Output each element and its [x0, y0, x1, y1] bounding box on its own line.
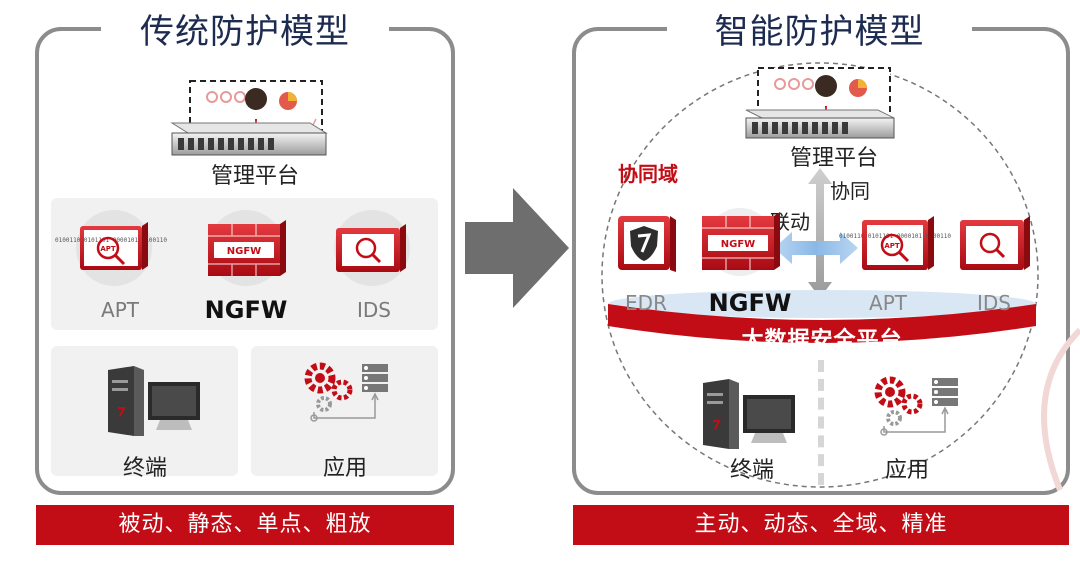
- big-data-platform-band: [608, 290, 1036, 343]
- right-app-device: [870, 374, 970, 454]
- left-app-label: 应用: [322, 456, 367, 481]
- terminal-pc-icon: [703, 379, 795, 449]
- ngfw-firewall-icon: NGFW: [208, 210, 286, 286]
- left-ngfw-label: NGFW: [204, 296, 288, 324]
- application-gears-icon: [304, 362, 388, 422]
- left-apt-device: 0100110 0101101 0000101 0100110 APT: [55, 210, 167, 292]
- right-ids-device: [956, 214, 1036, 280]
- ids-icon: [960, 216, 1030, 270]
- right-management-platform: [740, 64, 915, 159]
- intelligent-model-title: 智能防护模型: [667, 7, 972, 57]
- vertical-collaboration-arrow: [808, 168, 832, 298]
- right-app-label: 应用: [884, 458, 929, 483]
- left-app-device: [300, 360, 400, 440]
- apt-icon: 0100110 0101101 0000101 0100110 APT: [55, 210, 167, 286]
- right-ngfw-label: NGFW: [708, 289, 792, 317]
- left-app-tile: [251, 346, 438, 476]
- left-ngfw-device: NGFW: [196, 210, 296, 294]
- right-apt-label: APT: [869, 291, 907, 315]
- management-server-icon: [745, 67, 895, 139]
- right-terminal-device: [695, 375, 805, 455]
- management-platform: [160, 75, 335, 185]
- application-gears-icon: [874, 376, 958, 436]
- svg-text:APT: APT: [100, 245, 116, 253]
- ids-icon: [334, 210, 410, 286]
- svg-text:NGFW: NGFW: [227, 246, 261, 257]
- collaboration-domain-circle: [601, 62, 1039, 488]
- svg-text:0100110 0101101 0000101 010011: 0100110 0101101 0000101 0100110: [55, 237, 167, 244]
- apt-icon: 0100110 0101101 0000101 0100110 APT: [839, 216, 951, 270]
- right-terminal-label: 终端: [729, 458, 774, 483]
- right-edr-device: [612, 214, 682, 280]
- edr-icon: [618, 216, 676, 272]
- big-data-platform-label: 大数据安全平台: [741, 328, 903, 353]
- left-terminal-label: 终端: [122, 456, 167, 481]
- decorative-curve: [1041, 327, 1080, 492]
- left-terminal-tile: [51, 346, 238, 476]
- right-apt-device: 0100110 0101101 0000101 0100110 APT: [839, 214, 951, 280]
- right-divider: [818, 360, 824, 485]
- right-arrow-icon: [465, 188, 569, 308]
- transition-arrow: [465, 188, 570, 308]
- collaboration-label: 协同: [830, 179, 870, 203]
- svg-text:NGFW: NGFW: [721, 239, 755, 250]
- left-ids-device: [322, 210, 422, 292]
- management-server-icon: [170, 80, 328, 156]
- left-apt-label: APT: [101, 298, 139, 322]
- right-ngfw-device: NGFW: [694, 208, 786, 278]
- left-ids-label: IDS: [357, 298, 391, 322]
- intelligent-model-footer: 主动、动态、全域、精准: [573, 505, 1069, 545]
- ngfw-firewall-icon: NGFW: [702, 208, 780, 276]
- left-terminal-device: [100, 362, 210, 442]
- right-mgmt-label: 管理平台: [789, 146, 878, 171]
- collaboration-domain-label: 协同域: [618, 162, 678, 186]
- linkage-arrow: [774, 232, 858, 264]
- terminal-pc-icon: [108, 366, 200, 436]
- traditional-model-title: 传统防护模型: [101, 7, 389, 57]
- right-edr-label: EDR: [625, 291, 667, 315]
- right-ids-label: IDS: [977, 291, 1011, 315]
- left-mgmt-label: 管理平台: [210, 164, 299, 189]
- svg-text:APT: APT: [884, 242, 900, 250]
- traditional-model-footer: 被动、静态、单点、粗放: [36, 505, 454, 545]
